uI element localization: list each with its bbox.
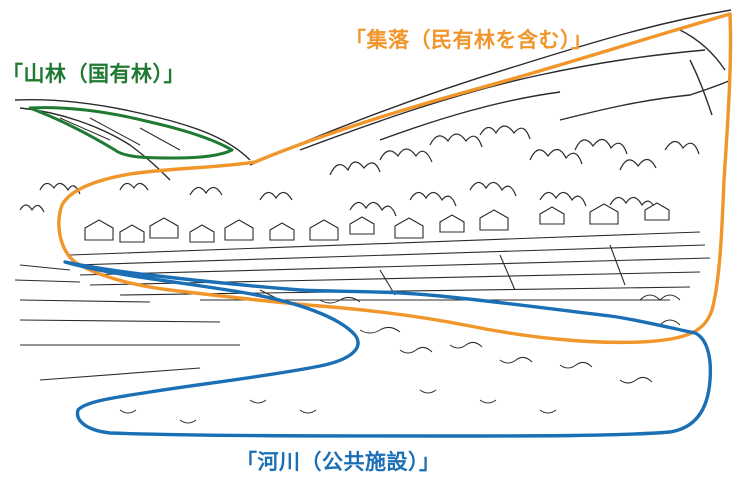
riverbed-texture	[119, 294, 681, 424]
mountain-ridges	[14, 9, 732, 181]
rice-paddies	[14, 231, 711, 381]
forest-label: 「山林（国有林）」	[2, 62, 185, 86]
forest-boundary-outline	[28, 106, 234, 160]
river-boundary-outline	[63, 260, 713, 438]
settlement-label: 「集落（民有林を含む）」	[345, 28, 593, 52]
settlement-boundary-outline	[57, 12, 733, 345]
river-label: 「河川（公共施設）」	[236, 450, 441, 474]
forest-hatching	[59, 117, 181, 151]
village-houses	[84, 202, 670, 243]
forest-trees	[19, 125, 700, 217]
